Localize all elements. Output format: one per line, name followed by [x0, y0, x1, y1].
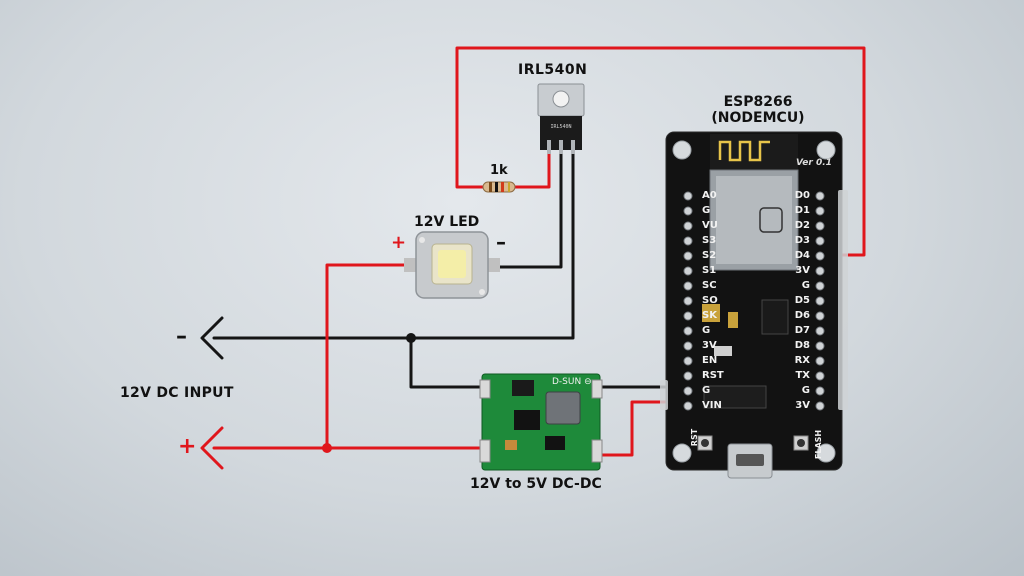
- pin-label: RX: [794, 355, 810, 366]
- converter-label: 12V to 5V DC-DC: [470, 476, 602, 492]
- pin-label: D1: [794, 205, 810, 216]
- black-wire-source-ground: [212, 148, 575, 340]
- red-wire-resistor-to-gate: [513, 148, 551, 189]
- pin-label: D0: [794, 190, 810, 201]
- dc-dc-converter: D-SUN ⊖: [479, 373, 603, 471]
- pin-label: VU: [702, 220, 718, 231]
- power-input-label: 12V DC INPUT: [120, 385, 234, 401]
- mcu-label-line1: ESP8266: [723, 94, 793, 110]
- ground-junction-dot: [406, 333, 416, 343]
- mcu-label: ESP8266 (NODEMCU): [698, 94, 818, 126]
- black-wire-ground-converter: [409, 336, 484, 389]
- led-label: 12V LED: [414, 214, 480, 230]
- led-minus-sign: –: [496, 230, 506, 254]
- led-module: [404, 231, 500, 299]
- transistor: IRL540N: [537, 83, 585, 154]
- wires: [200, 46, 866, 470]
- pin-label: A0: [702, 190, 717, 201]
- input-plus-sign: +: [178, 434, 197, 459]
- converter-marking: D-SUN ⊖: [552, 377, 592, 387]
- reset-button-label: RST: [690, 428, 700, 447]
- transistor-label: IRL540N: [518, 62, 588, 78]
- resistor: [482, 181, 516, 193]
- pin-label: G: [801, 385, 810, 396]
- black-wire-drain-led: [496, 148, 563, 269]
- pin-label: RST: [702, 370, 724, 381]
- pin-label: D5: [794, 295, 810, 306]
- resistor-label: 1k: [490, 163, 508, 178]
- led-plus-sign: +: [391, 232, 407, 253]
- mcu-label-line2: (NODEMCU): [711, 110, 805, 126]
- nodemcu-board: [660, 131, 848, 479]
- pin-label: G: [702, 205, 711, 216]
- pin-label: G: [702, 325, 711, 336]
- positive-junction-dot: [322, 443, 332, 453]
- pin-label: 3V: [795, 400, 810, 411]
- pin-label: S3: [702, 235, 717, 246]
- pin-label: 3V: [702, 340, 717, 351]
- board-version-label: Ver 0.1: [796, 158, 832, 168]
- pin-label: EN: [702, 355, 718, 366]
- pin-label: SC: [702, 280, 717, 291]
- pin-label: D3: [794, 235, 810, 246]
- negative-arrow: [200, 316, 224, 360]
- positive-arrow: [200, 426, 224, 470]
- pin-label: SK: [702, 310, 717, 321]
- red-wire-led-positive: [325, 263, 418, 450]
- input-minus-sign: –: [176, 324, 187, 349]
- flash-button-label: FLASH: [814, 429, 824, 460]
- pin-label: D2: [794, 220, 810, 231]
- pin-label: D7: [794, 325, 810, 336]
- pin-label: G: [702, 385, 711, 396]
- pin-label: S1: [702, 265, 717, 276]
- pin-label: D4: [794, 250, 810, 261]
- pin-label: VIN: [702, 400, 722, 411]
- red-wire-converter-vin: [596, 400, 672, 457]
- pin-label: SO: [702, 295, 718, 306]
- pin-label: 3V: [795, 265, 810, 276]
- transistor-marking: IRL540N: [550, 124, 571, 130]
- pin-label: D6: [794, 310, 810, 321]
- pin-headers: [683, 191, 825, 411]
- pin-label: G: [801, 280, 810, 291]
- pin-label: D8: [794, 340, 810, 351]
- red-wire-gate: [455, 46, 866, 257]
- side-pins: [660, 190, 848, 410]
- pin-label: TX: [795, 370, 810, 381]
- pin-label: S2: [702, 250, 717, 261]
